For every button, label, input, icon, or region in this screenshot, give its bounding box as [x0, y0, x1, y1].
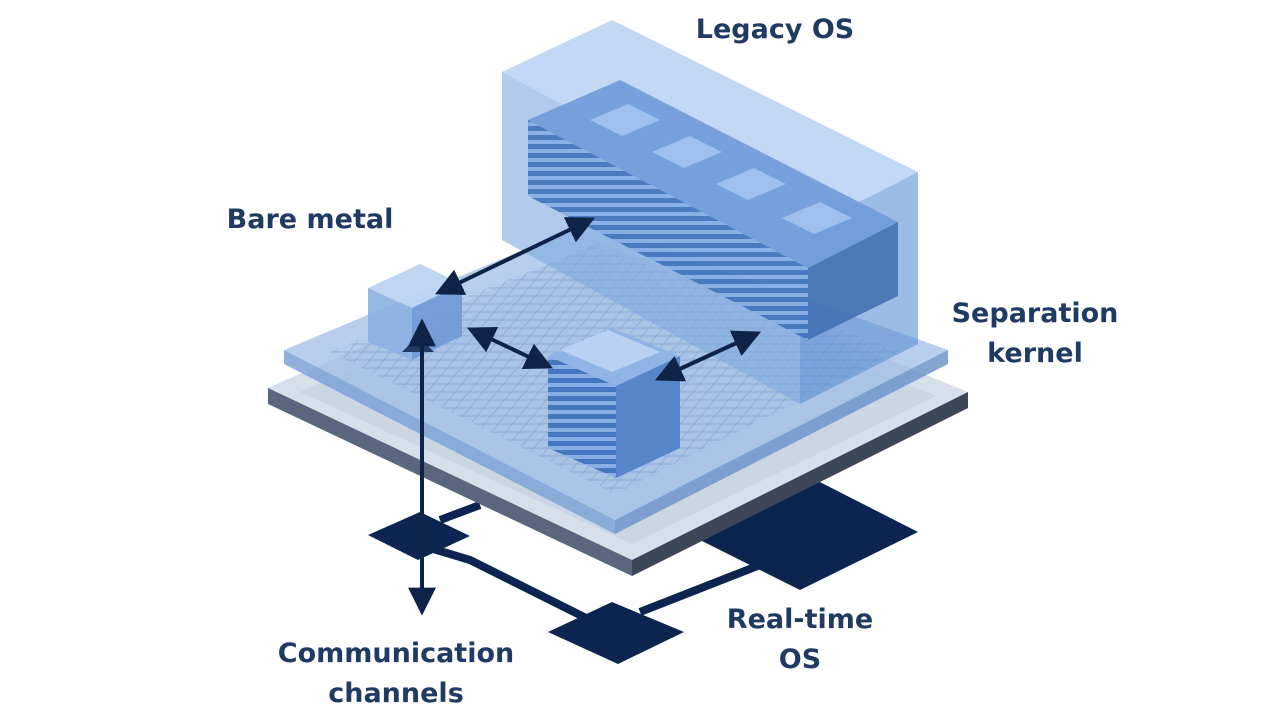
board-pads [368, 478, 918, 664]
bare-metal-label: Bare metal [212, 200, 408, 240]
trace-bottom-to-right [638, 561, 762, 616]
communication-channels-line2: channels [328, 678, 464, 709]
arrow-rtos-to-legacy [654, 330, 762, 382]
communication-arrows [408, 217, 762, 616]
pad-right [700, 478, 918, 590]
real-time-os-label: Real-time OS [700, 600, 900, 680]
separation-kernel-line1: Separation [951, 298, 1119, 329]
separation-kernel-label: Separation kernel [940, 294, 1130, 374]
real-time-os-block [548, 328, 680, 478]
arrow-bare-to-legacy [434, 217, 596, 295]
legacy-os-label: Legacy OS [680, 10, 870, 50]
communication-channels-label: Communication channels [250, 634, 542, 714]
legacy-os-text: Legacy OS [695, 14, 855, 45]
separation-kernel-line2: kernel [987, 338, 1083, 369]
real-time-os-line2: OS [778, 644, 822, 675]
communication-channels-line1: Communication [277, 638, 515, 669]
real-time-os-line1: Real-time [726, 604, 874, 635]
legacy-os-box [502, 20, 918, 404]
bare-metal-text: Bare metal [226, 204, 394, 235]
arrow-bare-to-rtos [466, 326, 554, 370]
trace-left-to-bottom [418, 541, 592, 624]
trace-left-up [438, 501, 482, 524]
